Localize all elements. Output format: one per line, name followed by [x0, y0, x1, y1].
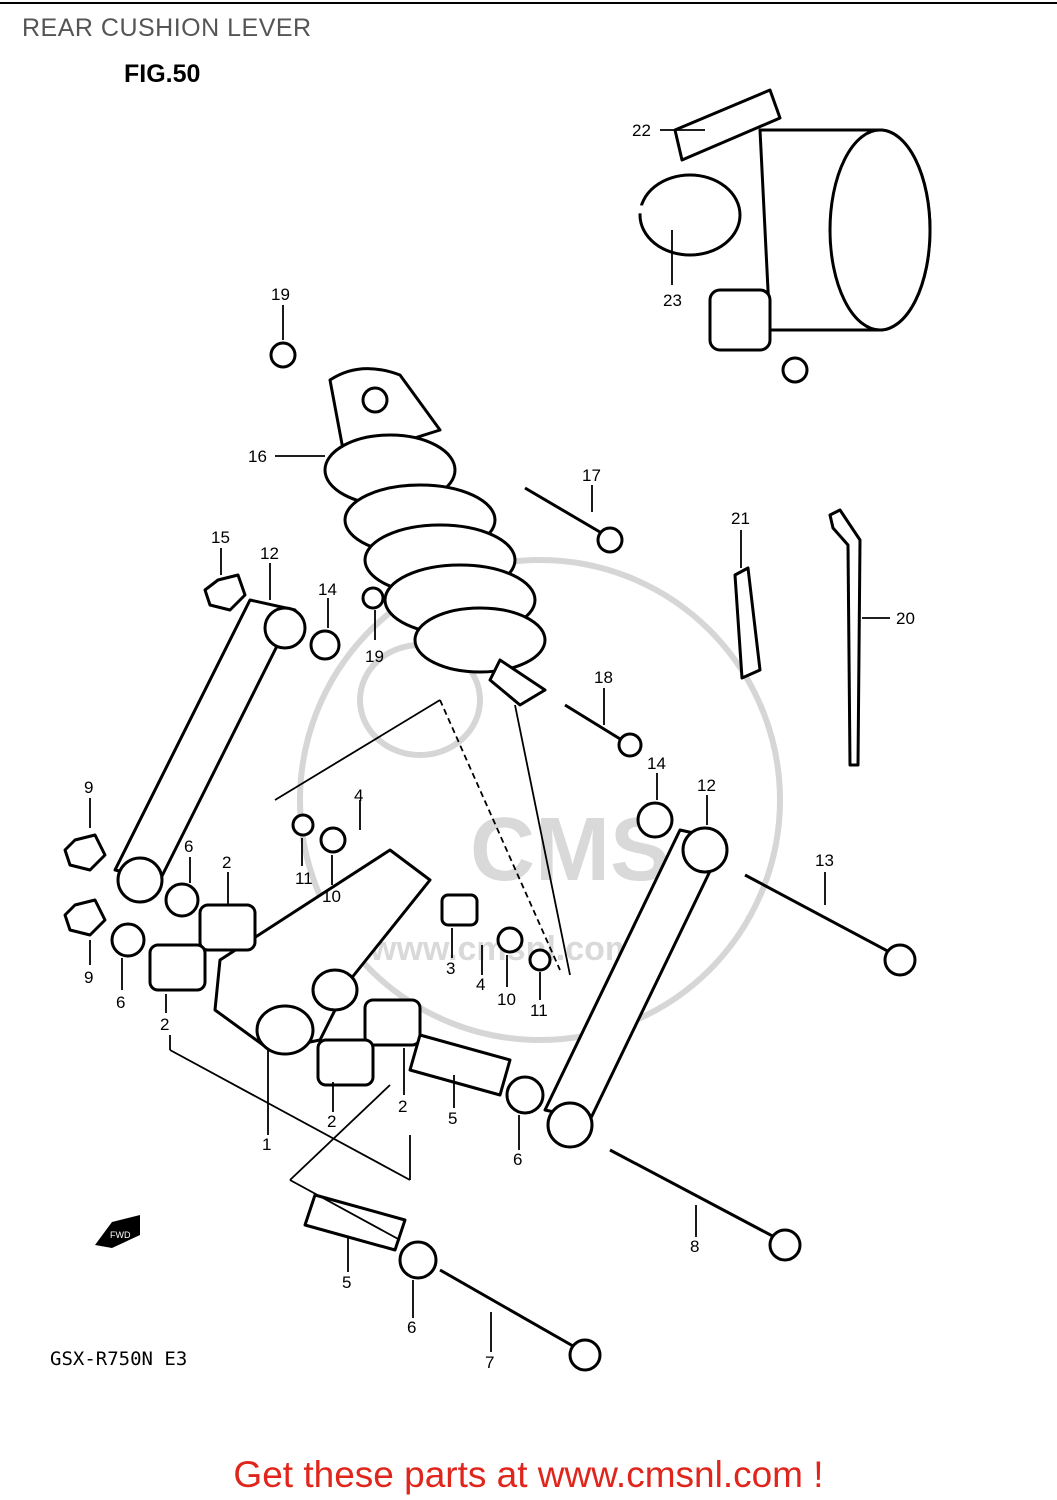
- part-label-13: 13: [815, 851, 834, 870]
- part-label-7: 7: [485, 1353, 494, 1372]
- part-label-12-right: 12: [697, 776, 716, 795]
- part-label-3: 3: [446, 959, 455, 978]
- leader-lines: [89, 129, 890, 1352]
- footer-cta-link[interactable]: Get these parts at www.cmsnl.com !: [233, 1454, 824, 1495]
- part-label-14-right: 14: [647, 754, 666, 773]
- cable-ties: [733, 508, 862, 767]
- part-label-9-bottom: 9: [84, 968, 93, 987]
- part-label-6-d: 6: [407, 1318, 416, 1337]
- page-title: REAR CUSHION LEVER: [22, 14, 312, 42]
- part-label-5-b: 5: [342, 1273, 351, 1292]
- washers-and-nuts: [63, 341, 674, 1280]
- part-label-22: 20: [896, 609, 915, 628]
- part-label-15: 15: [211, 528, 230, 547]
- part-label-21: 23: [663, 291, 682, 310]
- part-label-10-a: 10: [322, 887, 341, 906]
- part-label-14-left: 14: [318, 580, 337, 599]
- part-label-10-b: 10: [497, 990, 516, 1009]
- part-label-16: 16: [248, 447, 267, 466]
- part-label-11-a: 11: [295, 869, 313, 888]
- part-label-4-b: 4: [476, 975, 485, 994]
- part-label-2-a: 2: [222, 853, 231, 872]
- part-label-20: 22: [632, 121, 651, 140]
- part-label-5-a: 5: [448, 1109, 457, 1128]
- part-label-6-c: 6: [513, 1150, 522, 1169]
- part-label-19-lower: 19: [365, 647, 384, 666]
- part-label-9-top: 9: [84, 778, 93, 797]
- top-border: [0, 2, 1057, 4]
- model-code: GSX-R750N E3: [50, 1348, 188, 1370]
- part-label-6-b: 6: [116, 993, 125, 1012]
- fwd-label: FWD: [110, 1230, 131, 1240]
- part-label-2-c: 2: [327, 1112, 336, 1131]
- part-label-1: 1: [262, 1135, 271, 1154]
- long-bolts: [439, 873, 917, 1372]
- assembly-lines: [169, 699, 571, 1241]
- part-label-18: 18: [594, 668, 613, 687]
- cushion-lever: [213, 848, 432, 1056]
- part-label-8: 8: [690, 1237, 699, 1256]
- part-label-19: 19: [271, 285, 290, 304]
- reservoir-assembly: [638, 88, 932, 384]
- figure-number: FIG.50: [124, 60, 201, 88]
- rear-shock-absorber: [323, 367, 547, 707]
- part-label-17: 17: [582, 466, 601, 485]
- shock-bolts: [524, 486, 643, 758]
- part-number-labels: 22 23 19 16 17 21 20 15 12 14 19 18 14 1…: [84, 121, 915, 1372]
- watermark-logo-text: CMS: [470, 800, 670, 900]
- cushion-rods: [113, 598, 729, 1149]
- part-label-2-b: 2: [160, 1015, 169, 1034]
- part-label-11-b: 11: [530, 1001, 548, 1020]
- forward-direction-marker: FWD: [95, 1215, 140, 1248]
- part-label-4-a: 4: [354, 786, 363, 805]
- part-label-6-a: 6: [184, 837, 193, 856]
- part-label-23: 21: [731, 509, 750, 528]
- bearings-and-spacers: [148, 893, 512, 1252]
- part-label-12-left: 12: [260, 544, 279, 563]
- part-label-2-d: 2: [398, 1097, 407, 1116]
